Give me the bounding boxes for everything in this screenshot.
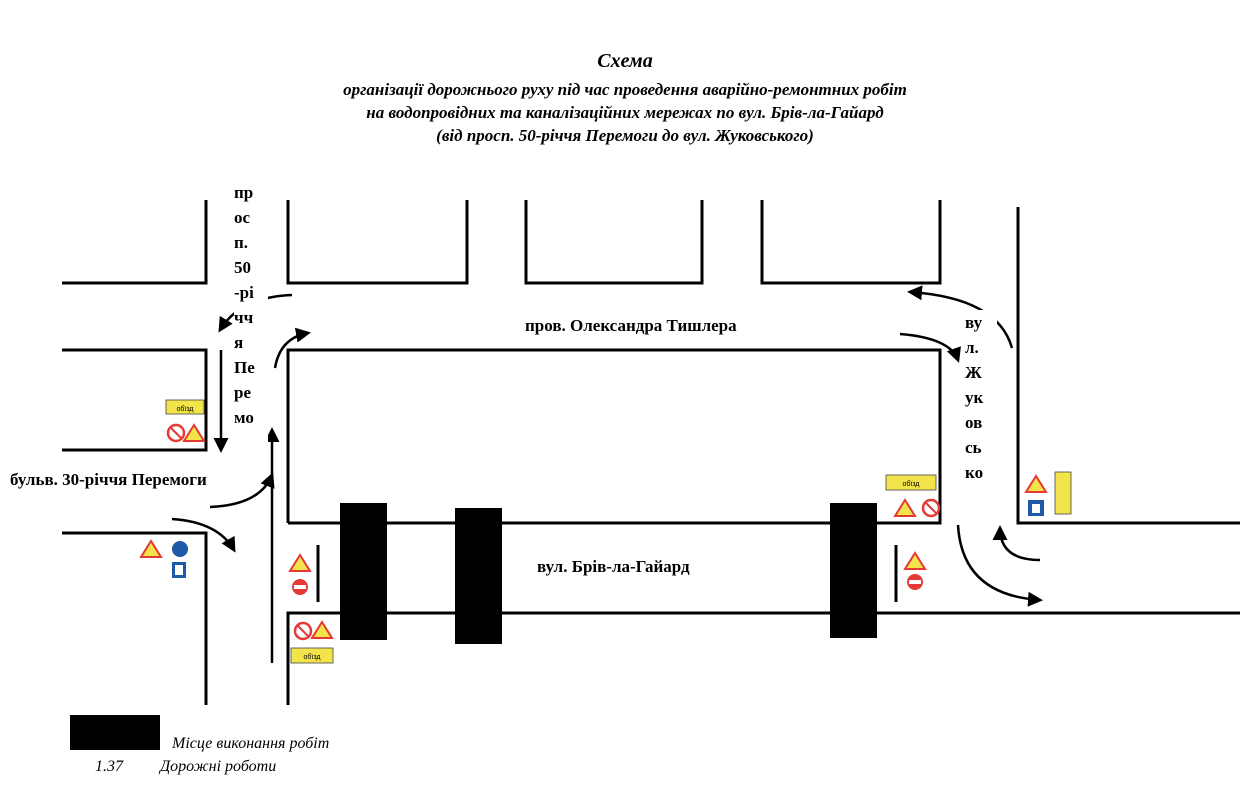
arrow-turn-into-tishler — [273, 327, 311, 369]
work-site-3 — [830, 503, 877, 638]
prosp-label-part: мо — [234, 408, 254, 427]
zhuk-label-part: ук — [965, 388, 984, 407]
prosp-label-part: 50 — [234, 258, 251, 277]
street-label-bulvar: бульв. 30-річчя Перемоги — [10, 470, 207, 489]
scheme-subtitle-line-2: на водопровідних та каналізаційних мереж… — [366, 103, 884, 122]
arrow-tishler-east — [899, 332, 961, 363]
prosp-label-part: я — [234, 333, 244, 352]
block-center-outline — [286, 348, 942, 525]
svg-text:обїзд: обїзд — [903, 480, 920, 488]
street-label-zhukovskoho: ву л. Ж ук ов сь ко — [965, 310, 997, 498]
street-label-briv: вул. Брів-ла-Гайард — [537, 557, 690, 576]
svg-text:обїзд: обїзд — [304, 653, 321, 661]
sign-group-bottom-center: обїзд — [290, 620, 334, 664]
arrow-bulvar-left-turn — [171, 517, 236, 553]
block-bottom-outline — [286, 611, 1240, 705]
legend-work-place-swatch — [70, 715, 160, 750]
street-label-tishler: пров. Олександра Тишлера — [525, 316, 737, 335]
arrow-zhuk-turn-west — [907, 285, 1014, 349]
sign-group-right — [1024, 471, 1072, 516]
legend-work-place-label: Місце виконання робіт — [172, 735, 330, 752]
block-bottom-left-outline — [62, 531, 208, 705]
zhuk-label-part: Ж — [965, 363, 982, 382]
street-label-prosp-50-richchia: пр ос п. 50 -рі чч я Пе ре мо — [234, 180, 268, 460]
block-right-outline — [1016, 207, 1240, 525]
arrow-zhuk-south-east — [956, 524, 1043, 607]
block-top-left-outline — [62, 200, 208, 285]
block-top-mid-right-outline — [524, 200, 704, 285]
zhuk-label-part: сь — [965, 438, 982, 457]
legend-road-works-label: Дорожні роботи — [160, 758, 277, 775]
arrow-east-to-zhuk — [992, 525, 1041, 562]
prosp-label-part: чч — [234, 308, 254, 327]
prosp-label-part: ос — [234, 208, 251, 227]
block-top-right-outline — [760, 200, 942, 285]
scheme-subtitle-line-1: організації дорожнього руху під час пров… — [343, 80, 907, 99]
scheme-title: Схема — [597, 50, 653, 72]
sign-group-left-middle: обїзд — [165, 399, 206, 443]
zhuk-label-part: ву — [965, 313, 983, 332]
prosp-label-part: ре — [234, 383, 251, 402]
prosp-label-part: п. — [234, 233, 249, 252]
block-top-mid-left-outline — [286, 200, 469, 285]
scheme-subtitle-line-3: (від просп. 50-річчя Перемоги до вул. Жу… — [436, 126, 814, 145]
sign-group-barrier-left — [288, 553, 312, 595]
work-site-1 — [340, 503, 387, 640]
svg-text:обїзд: обїзд — [177, 405, 194, 413]
prosp-label-part: пр — [234, 183, 254, 202]
prosp-label-part: -рі — [234, 283, 254, 302]
prosp-label-part: Пе — [234, 358, 255, 377]
zhuk-label-part: л. — [965, 338, 979, 357]
sign-group-barrier-right — [903, 551, 927, 590]
arrow-bulvar-right-turn — [209, 472, 275, 509]
zhuk-label-part: ов — [965, 413, 983, 432]
block-left-middle-outline — [62, 348, 208, 452]
work-site-2 — [455, 508, 502, 644]
sign-group-center-right: обїзд — [885, 474, 941, 518]
zhuk-label-part: ко — [965, 463, 984, 482]
legend-sign-code: 1.37 — [95, 758, 123, 775]
sign-group-bottom-left — [139, 539, 188, 578]
